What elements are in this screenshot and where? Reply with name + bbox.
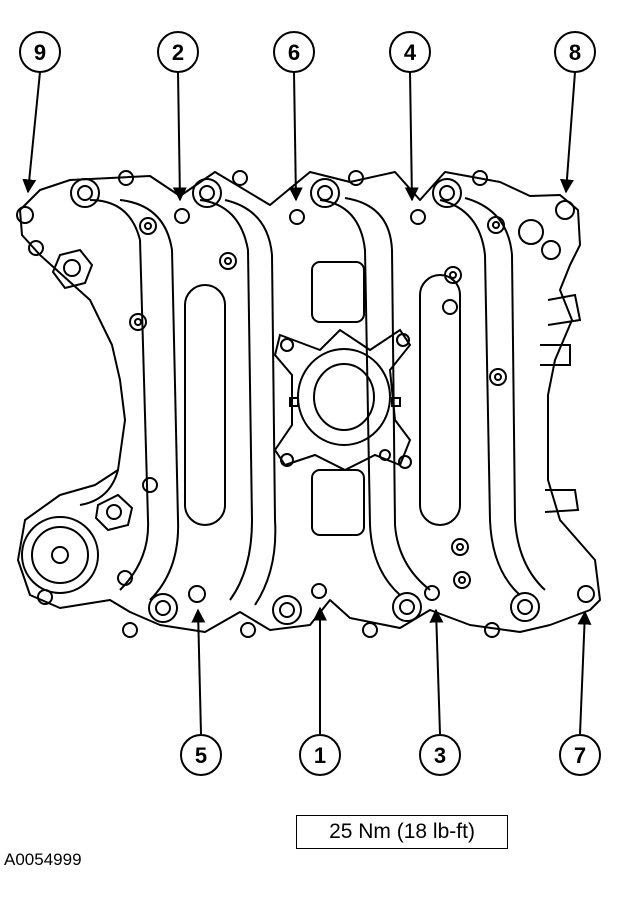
callout-label: 8 bbox=[569, 40, 581, 65]
callout-4: 4 bbox=[389, 31, 431, 73]
reference-code: A0054999 bbox=[4, 850, 82, 869]
callout-label: 6 bbox=[288, 40, 300, 65]
callout-8: 8 bbox=[554, 31, 596, 73]
callout-7: 7 bbox=[559, 734, 601, 776]
torque-spec-text: 25 Nm (18 lb-ft) bbox=[329, 820, 475, 843]
callout-2: 2 bbox=[157, 31, 199, 73]
manifold-bolts bbox=[16, 170, 595, 638]
callout-label: 4 bbox=[404, 40, 417, 65]
manifold-runners bbox=[79, 197, 582, 606]
callout-label: 2 bbox=[172, 40, 184, 65]
callout-1: 1 bbox=[299, 734, 341, 776]
callout-label: 3 bbox=[434, 743, 446, 768]
callout-label: 9 bbox=[34, 40, 46, 65]
callout-3: 3 bbox=[419, 734, 461, 776]
callout-label: 5 bbox=[195, 743, 207, 768]
torque-spec-box: 25 Nm (18 lb-ft) bbox=[296, 815, 508, 849]
manifold-outline bbox=[17, 171, 601, 633]
callout-9: 9 bbox=[19, 31, 61, 73]
callout-label: 1 bbox=[314, 743, 326, 768]
throttle-body-flange bbox=[273, 328, 412, 472]
callout-arrows bbox=[22, 71, 592, 735]
callout-5: 5 bbox=[180, 734, 222, 776]
callout-6: 6 bbox=[273, 31, 315, 73]
callout-label: 7 bbox=[574, 743, 586, 768]
thermostat-housing bbox=[21, 248, 134, 605]
